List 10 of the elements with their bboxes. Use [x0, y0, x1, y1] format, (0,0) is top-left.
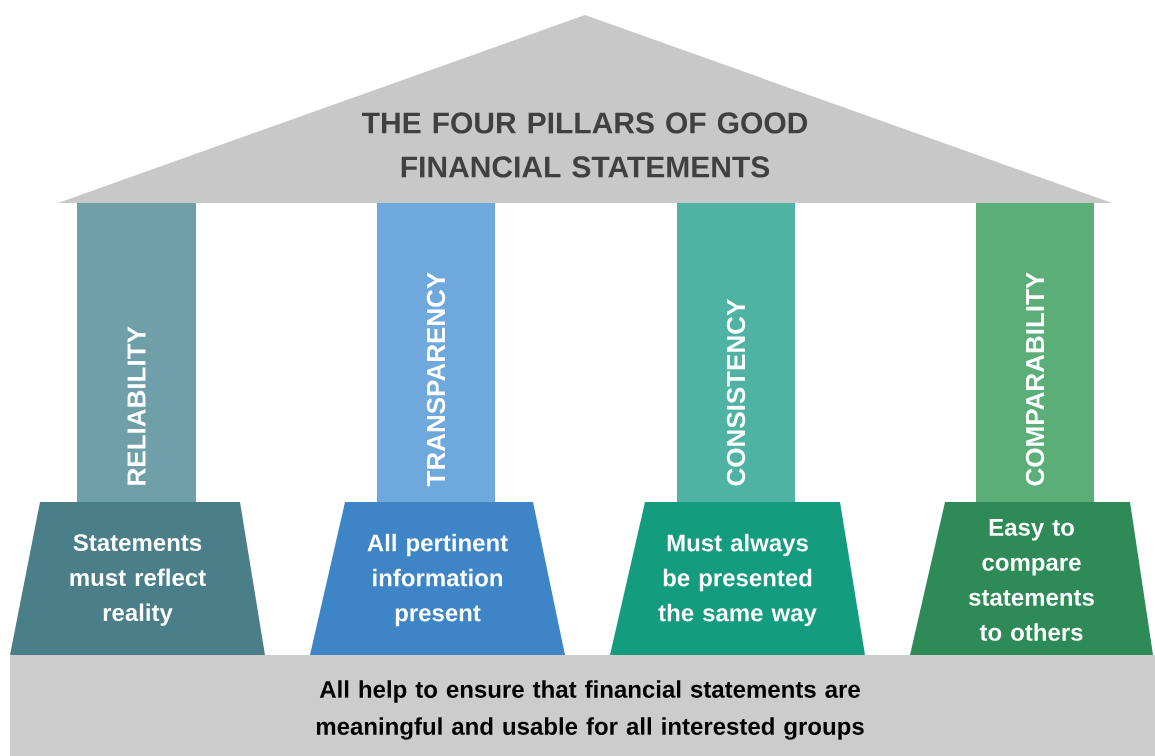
- pillar: RELIABILITY: [77, 203, 196, 502]
- pillar-base: Easy to compare statements to others: [910, 502, 1153, 655]
- pillar-base: Statements must reflect reality: [10, 502, 265, 655]
- pillar-base: Must always be presented the same way: [610, 502, 865, 655]
- roof-triangle: THE FOUR PILLARS OF GOOD FINANCIAL STATEMENTS: [58, 15, 1112, 203]
- pillar: TRANSPARENCY: [377, 203, 495, 502]
- pillar: CONSISTENCY: [677, 203, 795, 502]
- foundation-band: All help to ensure that financial statements are meaningful and usable for all interested groups: [10, 655, 1155, 756]
- pillar-base: All pertinent information present: [310, 502, 565, 655]
- pillar: COMPARABILITY: [976, 203, 1094, 502]
